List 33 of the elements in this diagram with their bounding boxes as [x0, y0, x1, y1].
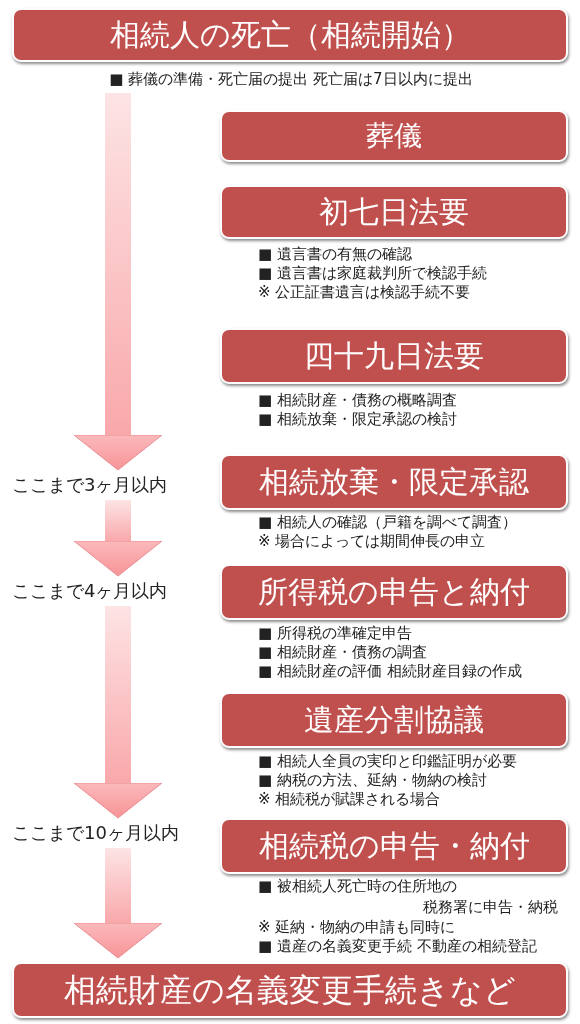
note-text: ■ 相続人全員の実印と印鑑証明が必要	[258, 752, 517, 771]
deadline-text: ここまで3ヶ月以内	[12, 474, 168, 496]
note-text: ■ 相続人の確認（戸籍を調べて調査）	[258, 513, 517, 532]
note-text: ■ 相続財産の評価 相続財産目録の作成	[258, 662, 522, 681]
note-text: ■ 相続財産・債務の調査	[258, 643, 427, 662]
note-text: ■ 相続放棄・限定承認の検討	[258, 410, 457, 429]
note-text: ■ 納税の方法、延納・物納の検討	[258, 771, 487, 790]
note-text: ■ 遺言書は家庭裁判所で検認手続	[258, 264, 487, 283]
note-text: ■ 遺言書の有無の確認	[258, 245, 412, 264]
note-text: ※ 相続税が賦課される場合	[258, 790, 441, 809]
deadline-text: ここまで10ヶ月以内	[12, 822, 179, 844]
process-box: 遺産分割協議	[220, 692, 568, 748]
note-text: ■ 被相続人死亡時の住所地の税務署に申告・納税	[258, 876, 558, 918]
note-text: ■ 相続財産・債務の概略調査	[258, 391, 457, 410]
arrow	[73, 93, 163, 471]
note-text: ■ 所得税の準確定申告	[258, 624, 412, 643]
deadline-text: ここまで4ヶ月以内	[12, 580, 168, 602]
note-text: ※ 延納・物納の申請も同時に	[258, 918, 456, 937]
process-box: 相続財産の名義変更手続きなど	[12, 962, 568, 1018]
note-text: ※ 公正証書遺言は検認手続不要	[258, 283, 471, 302]
process-box: 相続税の申告・納付	[220, 818, 568, 874]
process-box: 所得税の申告と納付	[220, 564, 568, 620]
process-box: 四十九日法要	[220, 328, 568, 384]
process-box: 相続放棄・限定承認	[220, 454, 568, 510]
note-text: ■ 遺産の名義変更手続 不動産の相続登記	[258, 937, 537, 956]
process-box: 相続人の死亡（相続開始）	[12, 8, 568, 62]
process-box: 初七日法要	[220, 185, 568, 239]
arrow	[73, 500, 163, 577]
process-box: 葬儀	[220, 110, 568, 162]
note-text: ※ 場合によっては期間伸長の申立	[258, 532, 486, 551]
arrow	[73, 848, 163, 959]
note-text: ■ 葬儀の準備・死亡届の提出 死亡届は7日以内に提出	[109, 70, 473, 89]
arrow	[73, 606, 163, 819]
